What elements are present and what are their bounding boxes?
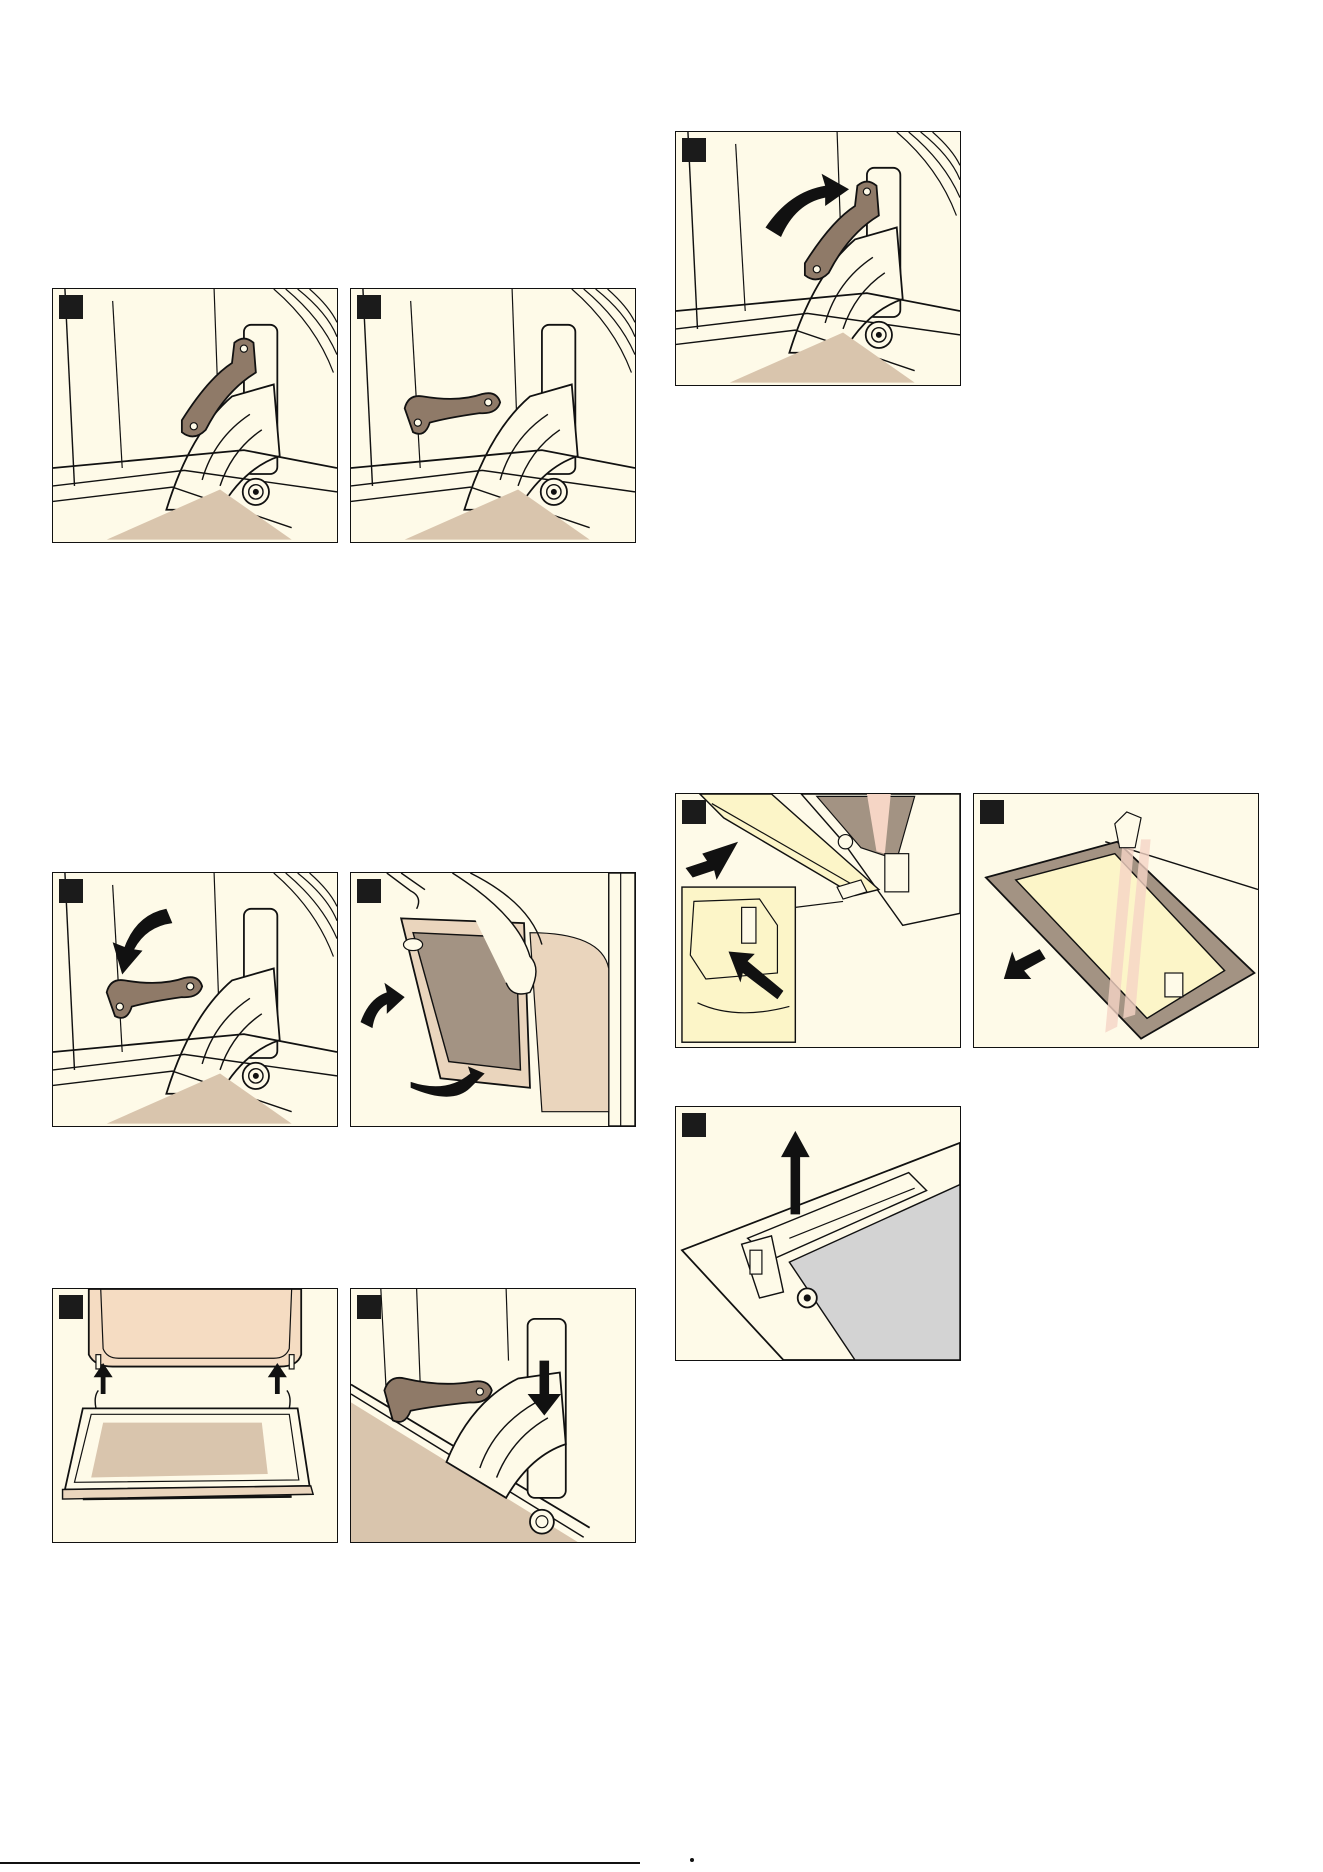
fig-hinge-lock-down bbox=[350, 1288, 636, 1543]
step-badge bbox=[357, 1295, 381, 1319]
hinge-lever-lower-icon bbox=[53, 873, 337, 1126]
cover-strip-removal-icon bbox=[676, 794, 960, 1047]
step-badge bbox=[357, 295, 381, 319]
step-badge bbox=[682, 800, 706, 824]
step-badge bbox=[59, 879, 83, 903]
fig-pane-holder-lift bbox=[675, 1106, 961, 1361]
fig-hinge-lever-raise bbox=[675, 131, 961, 386]
fig-door-removal bbox=[350, 872, 636, 1127]
hinge-lock-down-icon bbox=[351, 1289, 635, 1542]
step-badge bbox=[59, 1295, 83, 1319]
door-refit-icon bbox=[53, 1289, 337, 1542]
hinge-lever-up-icon bbox=[53, 289, 337, 542]
step-badge bbox=[682, 1113, 706, 1137]
door-removal-icon bbox=[351, 873, 635, 1126]
hinge-lever-folded-icon bbox=[351, 289, 635, 542]
inner-pane-removal-icon bbox=[974, 794, 1258, 1047]
footer-rule bbox=[0, 1862, 640, 1864]
fig-hinge-lever-lower bbox=[52, 872, 338, 1127]
fig-inner-pane-removal bbox=[973, 793, 1259, 1048]
footer-mark bbox=[690, 1858, 694, 1862]
step-badge bbox=[357, 879, 381, 903]
step-badge bbox=[682, 138, 706, 162]
hinge-lever-raise-icon bbox=[676, 132, 960, 385]
step-badge bbox=[59, 295, 83, 319]
fig-cover-strip-removal bbox=[675, 793, 961, 1048]
fig-hinge-lever-up bbox=[52, 288, 338, 543]
fig-door-refit bbox=[52, 1288, 338, 1543]
pane-holder-lift-icon bbox=[676, 1107, 960, 1360]
step-badge bbox=[980, 800, 1004, 824]
fig-hinge-lever-folded bbox=[350, 288, 636, 543]
